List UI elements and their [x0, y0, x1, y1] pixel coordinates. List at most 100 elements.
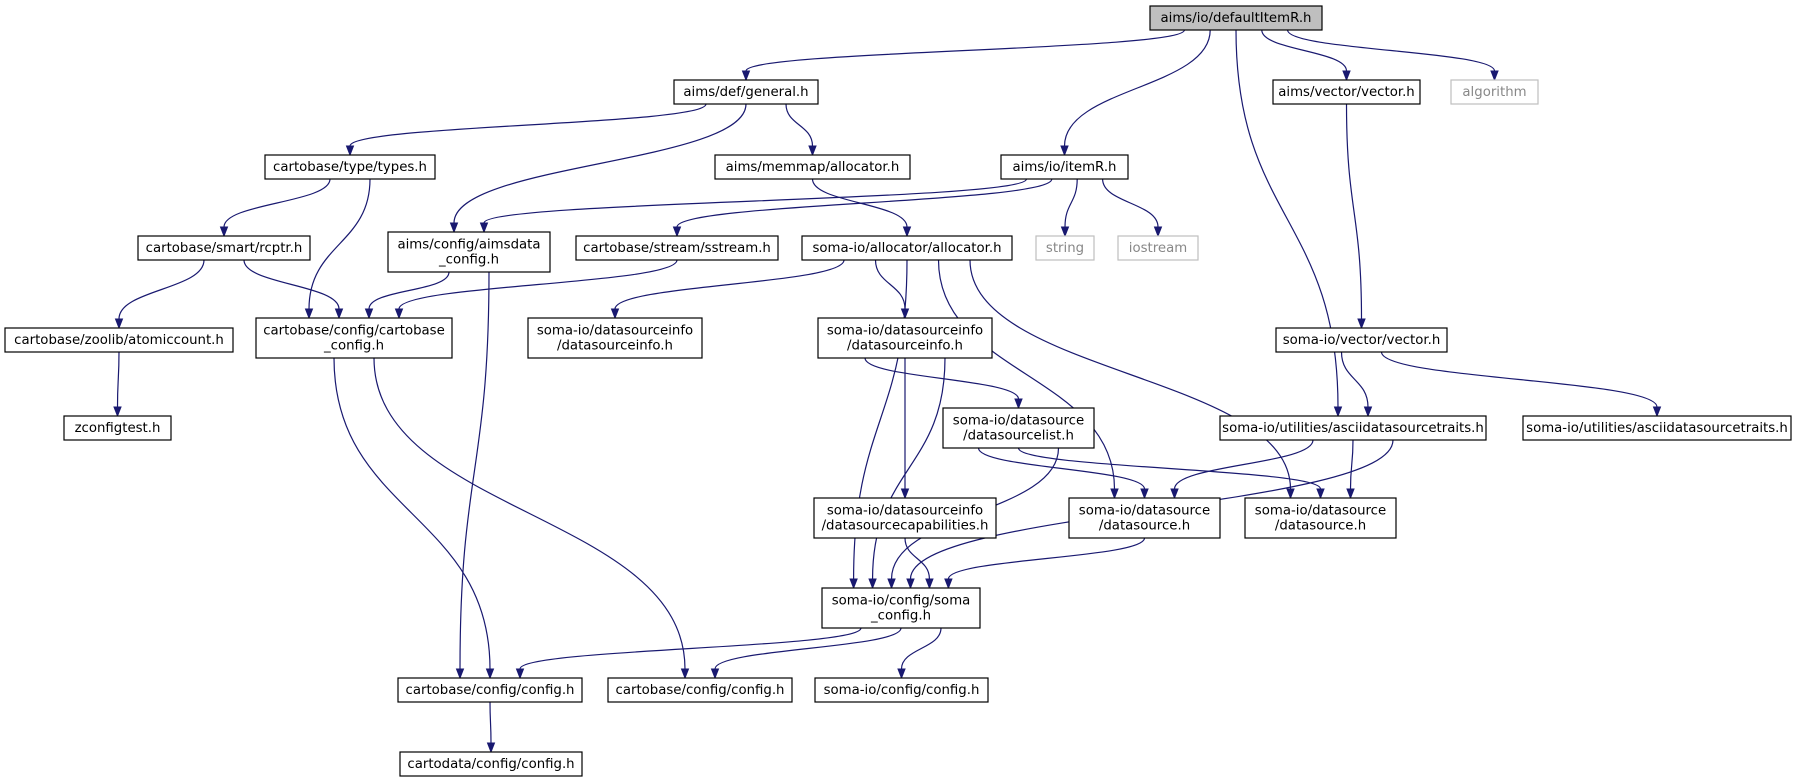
edge-soma_alloc-to-ds1: [937, 259, 1119, 500]
node-dsi_h2[interactable]: soma-io/datasourceinfo/datasourceinfo.h: [817, 317, 993, 359]
edge-line: [904, 537, 931, 580]
edges-layer: [113, 29, 1662, 754]
edge-line: [1102, 178, 1159, 228]
node-label-line: cartobase/smart/rcptr.h: [146, 241, 303, 256]
node-ds2[interactable]: soma-io/datasource/datasource.h: [1244, 497, 1397, 539]
edge-line: [333, 357, 491, 670]
edge-aimsdata_config-to-cb_config1: [455, 271, 490, 680]
node-box: [1149, 5, 1323, 31]
node-rcptr[interactable]: cartobase/smart/rcptr.h: [137, 235, 311, 261]
node-label-line: cartobase/stream/sstream.h: [583, 241, 771, 256]
node-box: [255, 317, 453, 359]
edge-itemR-to-string: [1060, 178, 1078, 238]
edge-dslist-to-ds1: [977, 447, 1149, 500]
node-ascii2[interactable]: soma-io/utilities/asciidatasourcetraits.…: [1522, 415, 1792, 441]
edge-cb_config1-to-cartodata_config: [486, 701, 496, 754]
node-aimsdata_config[interactable]: aims/config/aimsdata_config.h: [387, 231, 551, 273]
node-box: [821, 587, 981, 629]
edge-line: [373, 357, 686, 670]
node-label-line: soma-io/allocator/allocator.h: [812, 241, 1001, 256]
edge-line: [243, 259, 340, 310]
node-defaultItemR[interactable]: aims/io/defaultItemR.h: [1149, 5, 1323, 31]
edge-itemR-to-aimsdata_config: [479, 178, 1027, 234]
node-soma_cfg[interactable]: soma-io/config/config.h: [814, 677, 989, 703]
node-box: [1450, 79, 1539, 105]
edge-arrowhead: [455, 668, 465, 680]
edge-arrowhead: [710, 668, 720, 680]
node-label-line: _config.h: [870, 609, 931, 624]
node-types[interactable]: cartobase/type/types.h: [264, 154, 436, 180]
edge-rcptr-to-atomiccount: [114, 259, 205, 330]
edge-arrowhead: [925, 578, 934, 590]
edge-ascii1-to-ds1: [1170, 439, 1314, 500]
edge-arrowhead: [219, 226, 229, 238]
node-aims_vector[interactable]: aims/vector/vector.h: [1272, 79, 1421, 105]
node-box: [63, 415, 172, 441]
node-label-line: aims/def/general.h: [683, 85, 808, 100]
node-cb_config1[interactable]: cartobase/config/config.h: [397, 677, 583, 703]
node-label-line: iostream: [1129, 241, 1187, 256]
node-iostream: iostream: [1117, 235, 1199, 261]
edge-memmap_alloc-to-soma_alloc: [811, 178, 912, 238]
node-cb_config2[interactable]: cartobase/config/config.h: [607, 677, 793, 703]
node-box: [673, 79, 819, 105]
node-cartodata_config[interactable]: cartodata/config/config.h: [399, 751, 583, 777]
node-label-line: /datasource.h: [1275, 519, 1366, 534]
edge-arrowhead: [113, 406, 122, 418]
node-label-line: soma-io/datasource: [1079, 504, 1210, 519]
edge-arrowhead: [515, 668, 525, 680]
node-soma_config[interactable]: soma-io/config/soma_config.h: [821, 587, 981, 629]
edge-cartobase_config-to-cb_config1: [333, 357, 495, 680]
edge-soma_vector-to-ascii2: [1380, 351, 1662, 418]
node-label-line: soma-io/vector/vector.h: [1283, 333, 1441, 348]
node-sstream[interactable]: cartobase/stream/sstream.h: [575, 235, 779, 261]
node-dsi_h1[interactable]: soma-io/datasourceinfo/datasourceinfo.h: [527, 317, 703, 359]
edge-line: [874, 259, 906, 310]
edge-arrowhead: [680, 668, 690, 680]
edge-line: [811, 178, 908, 228]
edge-arrowhead: [364, 308, 374, 320]
node-cartobase_config[interactable]: cartobase/config/cartobase_config.h: [255, 317, 453, 359]
node-box: [4, 327, 234, 353]
node-soma_alloc[interactable]: soma-io/allocator/allocator.h: [801, 235, 1013, 261]
node-itemR[interactable]: aims/io/itemR.h: [1000, 154, 1129, 180]
node-label-line: /datasourceinfo.h: [557, 339, 673, 354]
edge-line: [745, 29, 1185, 72]
node-atomiccount[interactable]: cartobase/zoolib/atomiccount.h: [4, 327, 234, 353]
node-label-line: aims/memmap/allocator.h: [726, 160, 900, 175]
node-memmap_alloc[interactable]: aims/memmap/allocator.h: [714, 154, 911, 180]
edge-aimsdata_config-to-cartobase_config: [364, 271, 450, 320]
edge-arrowhead: [449, 222, 459, 234]
edge-line: [489, 701, 492, 744]
node-box: [607, 677, 793, 703]
node-zconfigtest[interactable]: zconfigtest.h: [63, 415, 172, 441]
node-box: [387, 231, 551, 273]
node-box: [1117, 235, 1199, 261]
node-box: [527, 317, 703, 359]
node-label-line: soma-io/config/config.h: [824, 683, 980, 698]
node-label-line: /datasourcelist.h: [963, 429, 1074, 444]
node-label-line: aims/vector/vector.h: [1278, 85, 1414, 100]
node-dscap[interactable]: soma-io/datasourceinfo/datasourcecapabil…: [813, 497, 997, 539]
node-label-line: /datasourceinfo.h: [847, 339, 963, 354]
node-dslist[interactable]: soma-io/datasource/datasourcelist.h: [942, 407, 1095, 449]
node-general[interactable]: aims/def/general.h: [673, 79, 819, 105]
node-box: [817, 317, 993, 359]
node-ds1[interactable]: soma-io/datasource/datasource.h: [1068, 497, 1221, 539]
node-label-line: soma-io/datasourceinfo: [827, 504, 983, 519]
node-box: [137, 235, 311, 261]
node-label-line: soma-io/datasource: [953, 414, 1084, 429]
edge-line: [1064, 178, 1078, 228]
edge-arrowhead: [1014, 398, 1023, 410]
edge-arrowhead: [902, 226, 912, 238]
node-label-line: soma-io/datasourceinfo: [537, 324, 693, 339]
node-ascii1[interactable]: soma-io/utilities/asciidatasourcetraits.…: [1219, 415, 1487, 441]
node-string: string: [1035, 235, 1095, 261]
edge-ascii1-to-ds2: [1346, 439, 1355, 500]
edge-arrowhead: [868, 578, 877, 590]
node-label-line: soma-io/config/soma: [832, 594, 971, 609]
edge-arrowhead: [808, 145, 817, 157]
node-label-line: aims/io/itemR.h: [1013, 160, 1117, 175]
node-soma_vector[interactable]: soma-io/vector/vector.h: [1275, 327, 1448, 353]
